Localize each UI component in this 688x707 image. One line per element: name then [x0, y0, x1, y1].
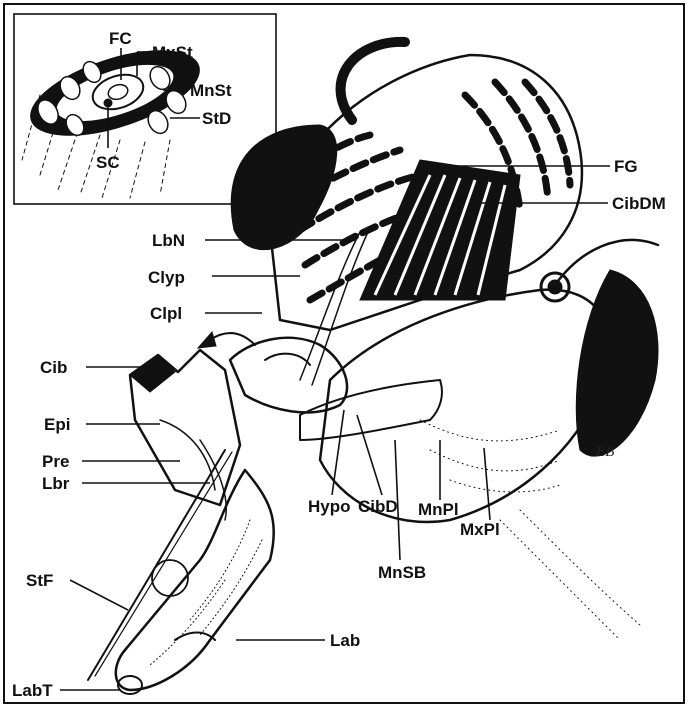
label-cib: Cib — [40, 358, 67, 377]
label-std: StD — [202, 109, 231, 128]
label-mxpl: MxPl — [460, 520, 500, 539]
label-labt: LabT — [12, 681, 53, 700]
label-mnsb: MnSB — [378, 563, 426, 582]
label-cibd: CibD — [358, 497, 398, 516]
label-fg: FG — [614, 157, 638, 176]
label-fc: FC — [109, 29, 132, 48]
label-lbn: LbN — [152, 231, 185, 250]
label-stf: StF — [26, 571, 53, 590]
label-epi: Epi — [44, 415, 70, 434]
artist-initials: EB — [595, 445, 615, 460]
label-clpl: Clpl — [150, 304, 182, 323]
label-lbr: Lbr — [42, 474, 70, 493]
label-pre: Pre — [42, 452, 69, 471]
label-lab: Lab — [330, 631, 360, 650]
label-sc: SC — [96, 153, 120, 172]
label-clyp: Clyp — [148, 268, 185, 287]
label-mnst: MnSt — [190, 81, 232, 100]
label-cibdm: CibDM — [612, 194, 666, 213]
label-hypo: Hypo — [308, 497, 351, 516]
label-mnpl: MnPl — [418, 500, 459, 519]
label-mxst: MxSt — [152, 43, 193, 62]
